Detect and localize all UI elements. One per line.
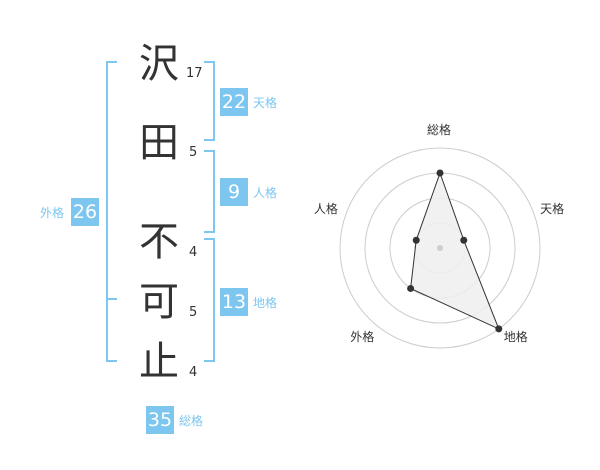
chikaku-value-box: 13 xyxy=(220,288,248,316)
radar-svg xyxy=(339,147,541,349)
gaikaku-bracket xyxy=(106,61,117,362)
radar-axis-label-1: 総格 xyxy=(427,123,452,137)
radar-axis-label-4: 外格 xyxy=(350,329,375,344)
radar-series-polygon xyxy=(410,171,500,330)
radar-point-5 xyxy=(412,236,420,244)
name-char-1: 沢 xyxy=(139,41,179,87)
fortune-radar-chart: 総格天格地格 外格 人格 xyxy=(300,110,600,370)
radar-point-2 xyxy=(460,236,468,244)
chikaku-label: 地格 xyxy=(253,296,278,310)
radar-point-4 xyxy=(407,284,415,292)
name-char-3: 不 xyxy=(139,219,179,265)
jinkaku-bracket xyxy=(204,150,215,233)
soukaku-value-box: 35 xyxy=(146,406,174,434)
jinkaku-value-box: 9 xyxy=(220,178,248,206)
gaikaku-label: 外格 xyxy=(40,206,65,220)
name-char-4: 可 xyxy=(139,279,179,325)
radar-axis-label-5: 人格 xyxy=(313,202,338,217)
stroke-count-2: 5 xyxy=(189,145,198,160)
radar-axis-label-2: 天格 xyxy=(540,202,565,217)
stroke-count-1: 17 xyxy=(186,66,203,81)
gaikaku-value-box: 26 xyxy=(71,198,99,226)
radar-ring-4 xyxy=(339,147,541,349)
soukaku-label: 総格 xyxy=(179,414,204,428)
stroke-count-4: 5 xyxy=(189,305,198,320)
tenkaku-label: 天格 xyxy=(253,96,278,110)
radar-axis-label-3: 地格 xyxy=(503,329,528,344)
name-char-5: 止 xyxy=(139,339,179,385)
name-char-2: 田 xyxy=(139,120,179,166)
gaikaku-bracket-split xyxy=(106,298,117,300)
stroke-count-3: 4 xyxy=(189,245,198,260)
tenkaku-bracket xyxy=(204,61,215,141)
radar-center-dot xyxy=(437,245,443,251)
radar-point-3 xyxy=(495,325,503,333)
jinkaku-label: 人格 xyxy=(253,186,278,200)
tenkaku-value-box: 22 xyxy=(220,88,248,116)
radar-point-1 xyxy=(436,169,444,177)
chikaku-bracket xyxy=(204,238,215,362)
stroke-count-5: 4 xyxy=(189,365,198,380)
